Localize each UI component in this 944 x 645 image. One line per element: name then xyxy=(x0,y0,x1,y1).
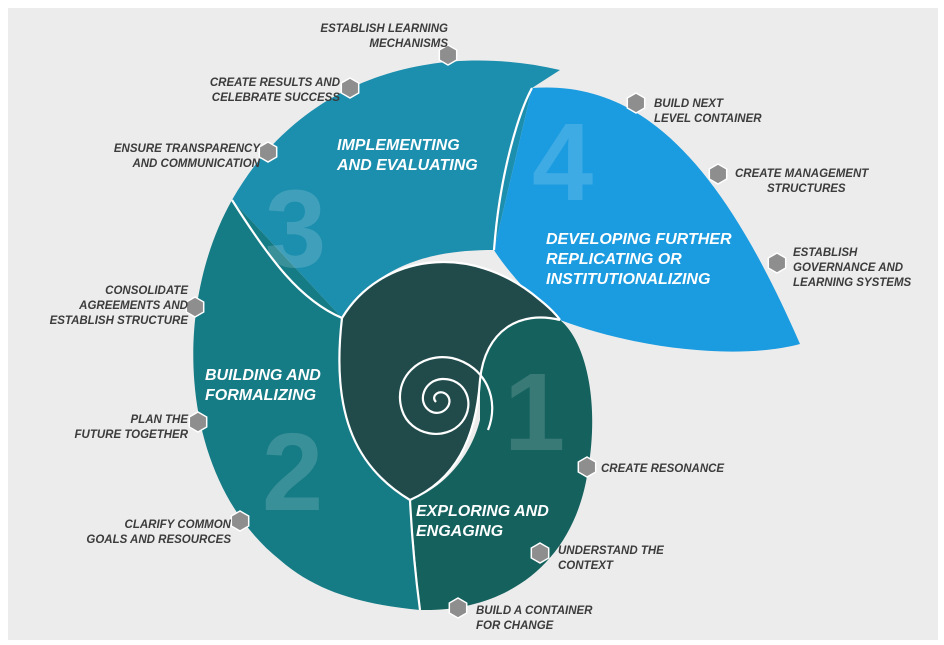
step-line: STRUCTURES xyxy=(767,183,846,195)
step-line: UNDERSTAND THE xyxy=(558,545,664,557)
step-consolidate-agreements: CONSOLIDATE AGREEMENTS AND ESTABLISH STR… xyxy=(50,284,188,329)
step-line: GOALS AND RESOURCES xyxy=(86,534,231,546)
step-build-container: BUILD A CONTAINER FOR CHANGE xyxy=(476,604,592,634)
step-create-results: CREATE RESULTS AND CELEBRATE SUCCESS xyxy=(210,76,340,106)
step-build-next-container: BUILD NEXT LEVEL CONTAINER xyxy=(654,97,762,127)
step-line: CONTEXT xyxy=(558,560,613,572)
phase-2-segment xyxy=(193,200,420,610)
step-line: ESTABLISH STRUCTURE xyxy=(49,315,188,327)
step-line: CELEBRATE SUCCESS xyxy=(211,92,340,104)
step-establish-learning-mechanisms: ESTABLISH LEARNING MECHANISMS xyxy=(320,22,448,52)
phase-3-segment xyxy=(232,60,560,319)
step-line: ENSURE TRANSPARENCY xyxy=(113,143,260,155)
step-line: AGREEMENTS AND xyxy=(79,300,188,312)
step-line: ESTABLISH LEARNING xyxy=(320,23,448,35)
separator-lines xyxy=(231,87,561,611)
hexagon-icon xyxy=(448,597,468,619)
phase-4-title-line: INSTITUTIONALIZING xyxy=(546,271,711,288)
step-establish-governance: ESTABLISH GOVERNANCE AND LEARNING SYSTEM… xyxy=(793,246,911,291)
hexagon-icon xyxy=(626,92,646,114)
step-line: CREATE MANAGEMENT xyxy=(735,168,869,180)
step-line: BUILD A CONTAINER xyxy=(476,605,593,617)
step-understand-context: UNDERSTAND THE CONTEXT xyxy=(558,544,664,574)
phase-2-number: 2 xyxy=(262,411,324,534)
step-line: PLAN THE xyxy=(130,414,189,426)
step-clarify-goals: CLARIFY COMMON GOALS AND RESOURCES xyxy=(86,518,231,548)
phase-4-title-line: REPLICATING OR xyxy=(546,251,682,268)
phase-2-title-line: BUILDING AND xyxy=(205,367,321,384)
step-line: LEARNING SYSTEMS xyxy=(793,277,912,289)
step-line: GOVERNANCE AND xyxy=(793,262,904,274)
phase-1-segment xyxy=(410,305,593,611)
phase-3-title-line: AND EVALUATING xyxy=(337,157,478,174)
phase-1-number: 1 xyxy=(504,351,566,474)
phase-1-title-line: ENGAGING xyxy=(416,523,504,540)
phase-1-title-line: EXPLORING AND xyxy=(416,503,549,520)
step-line: FOR CHANGE xyxy=(476,620,554,632)
spiral-curl xyxy=(399,356,494,435)
hexagon-icon xyxy=(708,163,728,185)
hexagon-icon xyxy=(530,542,550,564)
phase-1-title: EXPLORING AND ENGAGING xyxy=(416,502,549,542)
hexagon-icon xyxy=(188,411,208,433)
step-line: CREATE RESONANCE xyxy=(601,463,725,475)
phase-4-segment xyxy=(494,87,800,352)
phase-4-title-line: DEVELOPING FURTHER xyxy=(546,231,732,248)
hexagon-icon xyxy=(577,456,597,478)
step-line: CONSOLIDATE xyxy=(105,285,188,297)
hexagon-icon xyxy=(340,77,360,99)
step-line: FUTURE TOGETHER xyxy=(74,429,188,441)
hexagon-icon xyxy=(767,252,787,274)
phase-3-title-line: IMPLEMENTING xyxy=(337,137,460,154)
step-line: ESTABLISH xyxy=(793,247,858,259)
step-line: BUILD NEXT xyxy=(654,98,723,110)
hexagon-icon xyxy=(258,141,278,163)
hexagon-icon xyxy=(438,44,458,66)
core-segment xyxy=(339,262,560,500)
step-line: CREATE RESULTS AND xyxy=(209,77,340,89)
step-create-resonance: CREATE RESONANCE xyxy=(601,462,724,477)
step-plan-future: PLAN THE FUTURE TOGETHER xyxy=(74,413,188,443)
step-ensure-transparency: ENSURE TRANSPARENCY AND COMMUNICATION xyxy=(114,142,260,172)
phase-4-title: DEVELOPING FURTHER REPLICATING OR INSTIT… xyxy=(546,230,732,290)
step-line: CLARIFY COMMON xyxy=(124,519,231,531)
step-line: AND COMMUNICATION xyxy=(132,158,260,170)
step-line: LEVEL CONTAINER xyxy=(654,113,762,125)
step-create-management: CREATE MANAGEMENT STRUCTURES xyxy=(735,167,868,197)
phase-3-title: IMPLEMENTING AND EVALUATING xyxy=(337,136,478,176)
phase-2-title: BUILDING AND FORMALIZING xyxy=(205,366,321,406)
phase-4-number: 4 xyxy=(532,101,594,224)
phase-2-title-line: FORMALIZING xyxy=(205,387,317,404)
hexagon-markers xyxy=(185,44,787,619)
phase-3-number: 3 xyxy=(265,168,327,291)
step-line: MECHANISMS xyxy=(369,38,448,50)
hexagon-icon xyxy=(230,510,250,532)
hexagon-icon xyxy=(185,296,205,318)
